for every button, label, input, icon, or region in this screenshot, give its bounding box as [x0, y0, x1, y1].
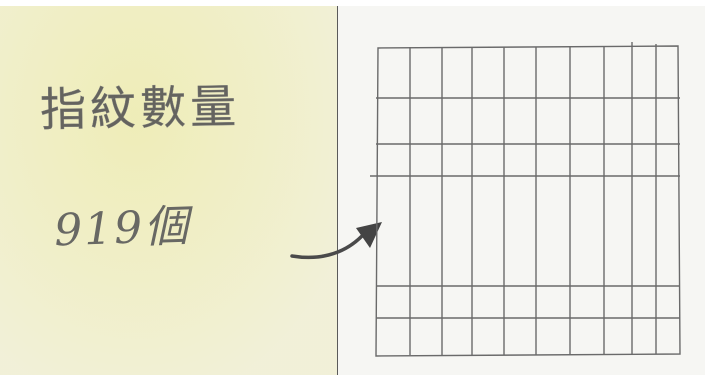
curved-arrow-icon — [290, 222, 382, 260]
grid-drawing-icon — [370, 42, 681, 357]
left-panel: 指紋數量 919個 — [0, 6, 338, 375]
fingerprint-count-value: 919個 — [53, 200, 191, 257]
right-panel — [338, 6, 705, 375]
fingerprint-count-label: 指紋數量 — [39, 79, 241, 137]
